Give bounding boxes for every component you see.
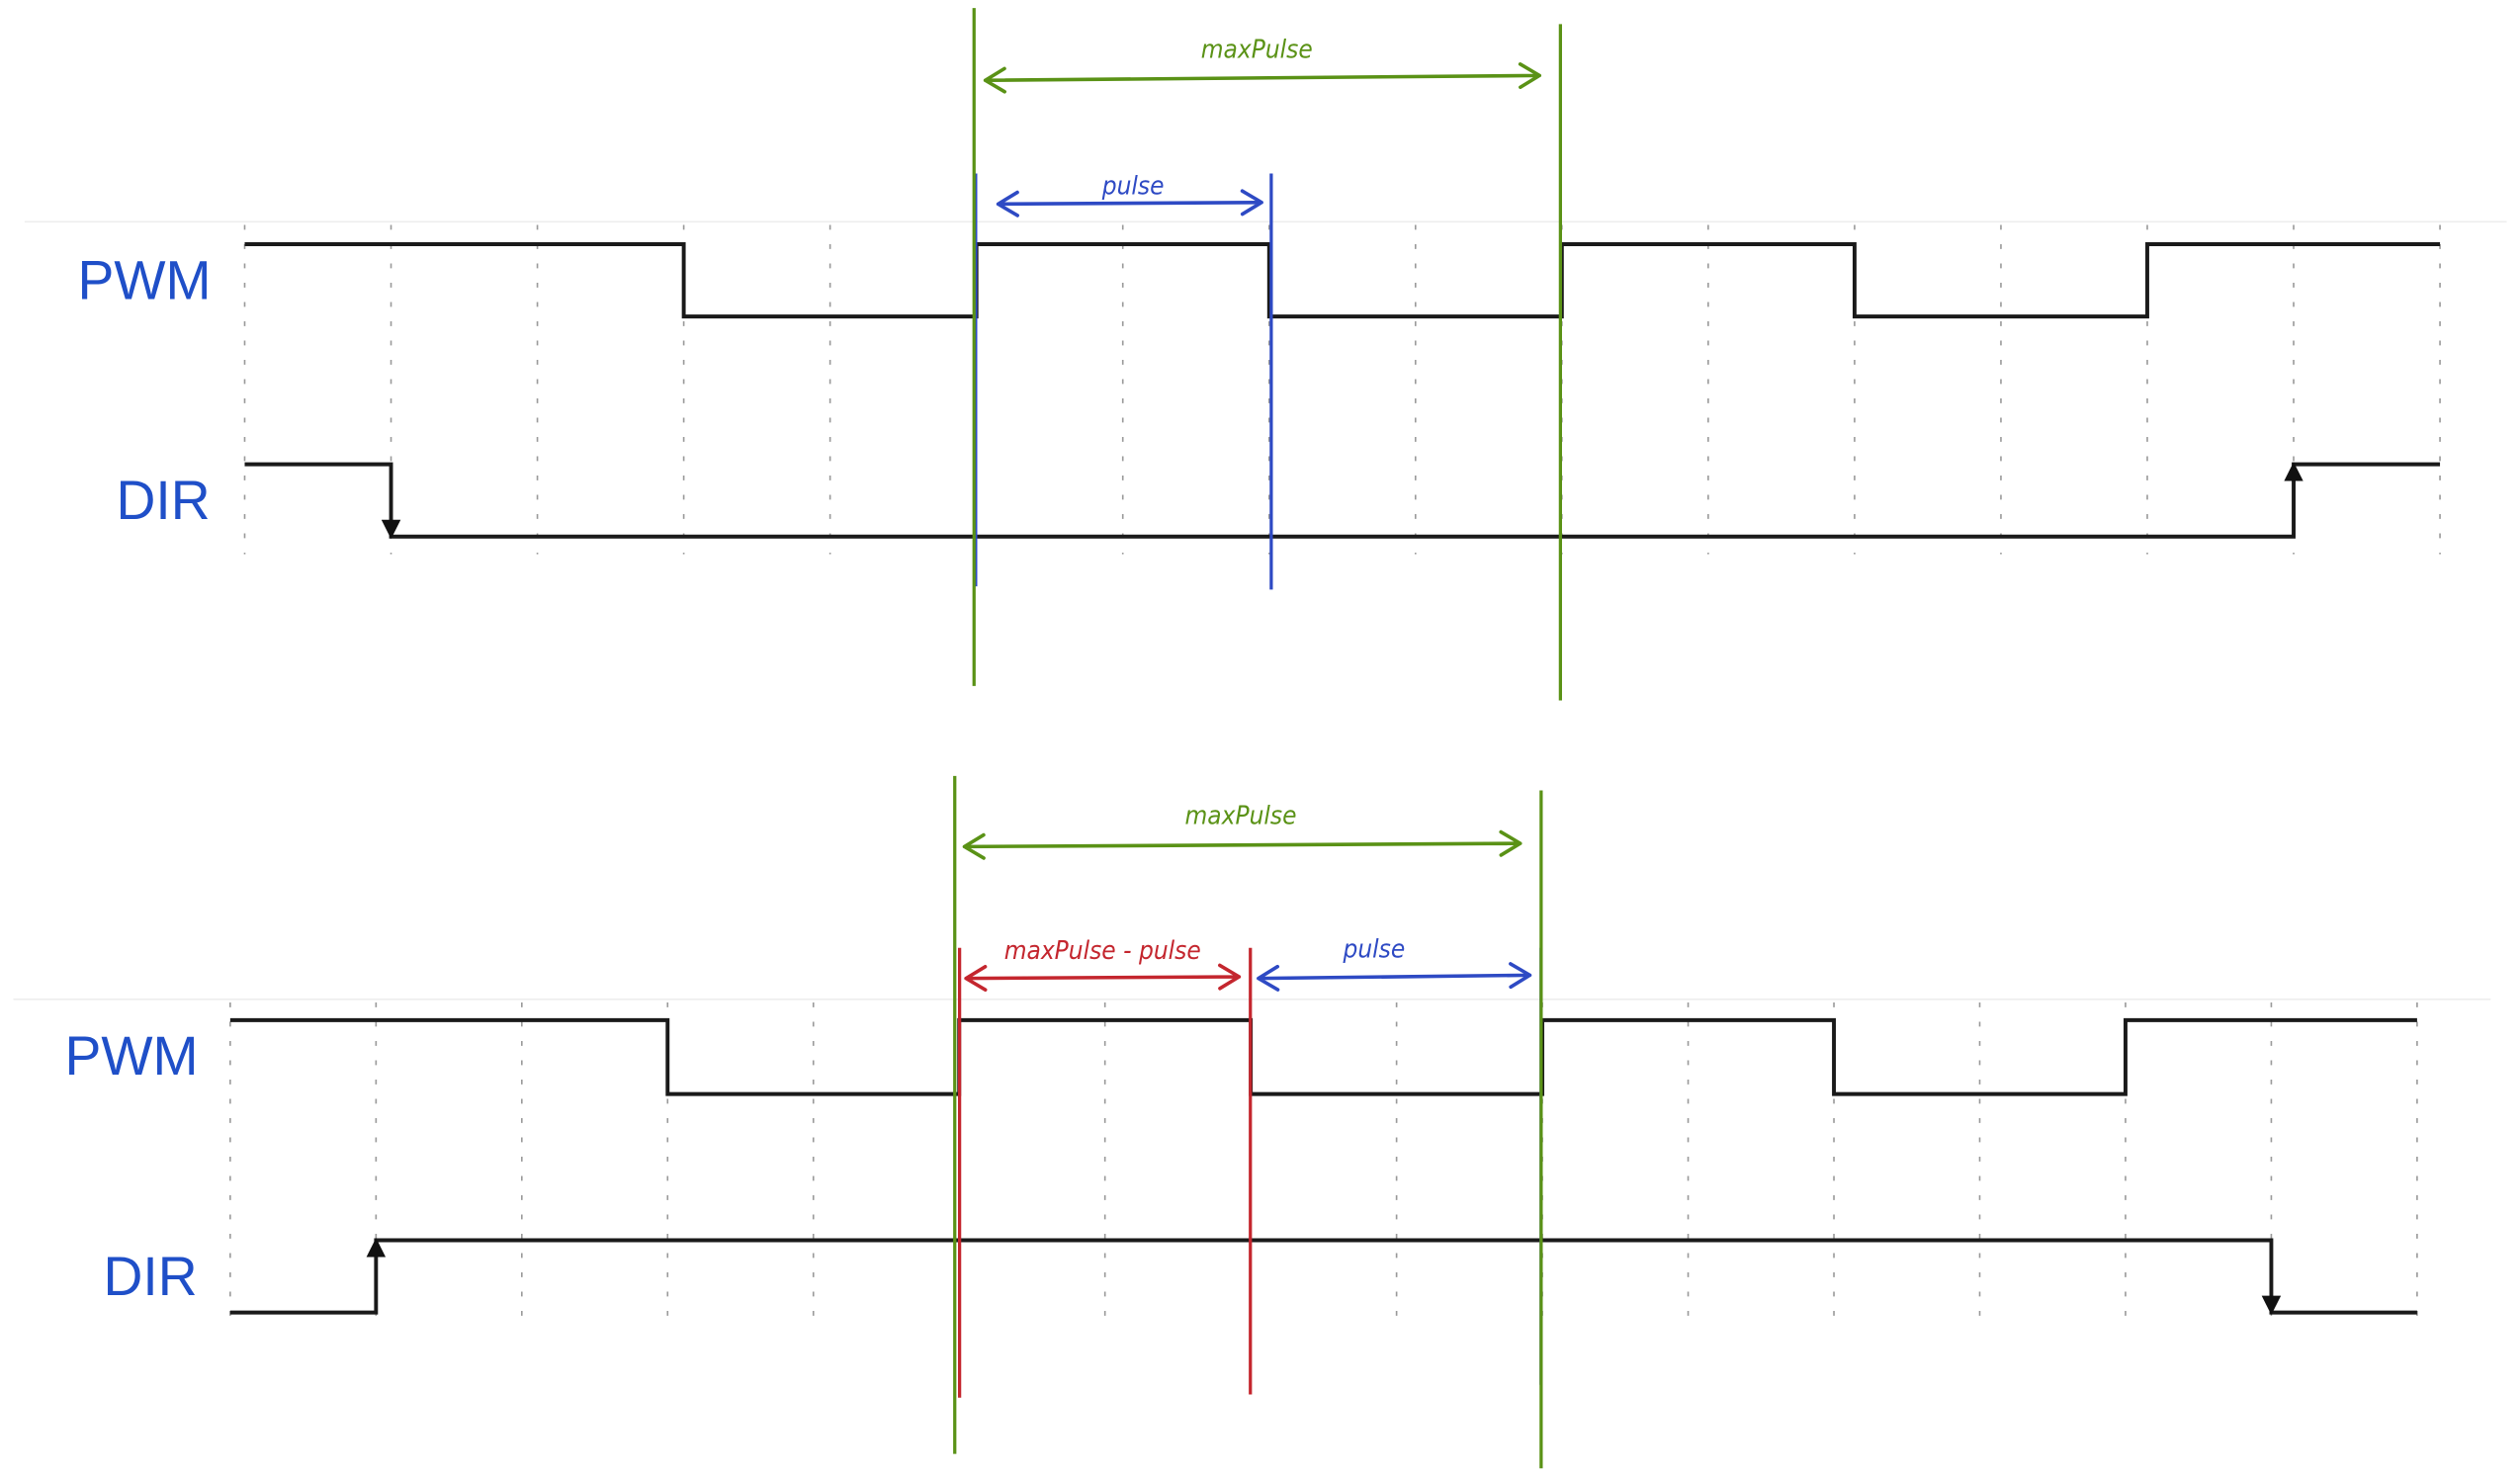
annotation-maxpulse: maxPulse [1185,802,1297,831]
timing-panel-bottom: PWM DIR maxPulse maxPulse - pulse pulse [13,775,2491,1469]
timing-panel-top: PWM DIR maxPulse pulse [24,8,2507,701]
annotation-pulse: pulse [1342,935,1405,965]
annotation-maxpulse: maxPulse [1201,36,1313,65]
signal-trace-pwm [244,242,2441,319]
dimension-arrow-blue [1257,962,1532,992]
signal-label-pwm: PWM [78,249,212,310]
dimension-arrow-blue [996,189,1263,217]
signal-trace-pwm [229,1017,2417,1096]
dimension-arrow-green [962,829,1522,860]
annotation-pulse: pulse [1101,172,1165,202]
signal-label-dir: DIR [104,1246,198,1307]
signal-trace-dir [229,1238,2417,1315]
annotation-maxpulse-minus-pulse: maxPulse - pulse [1004,936,1201,966]
signal-label-pwm: PWM [65,1025,199,1087]
signal-trace-dir [244,462,2441,539]
dimension-arrow-green [983,62,1542,94]
signal-label-dir: DIR [117,470,211,531]
dimension-arrow-red [964,963,1242,992]
